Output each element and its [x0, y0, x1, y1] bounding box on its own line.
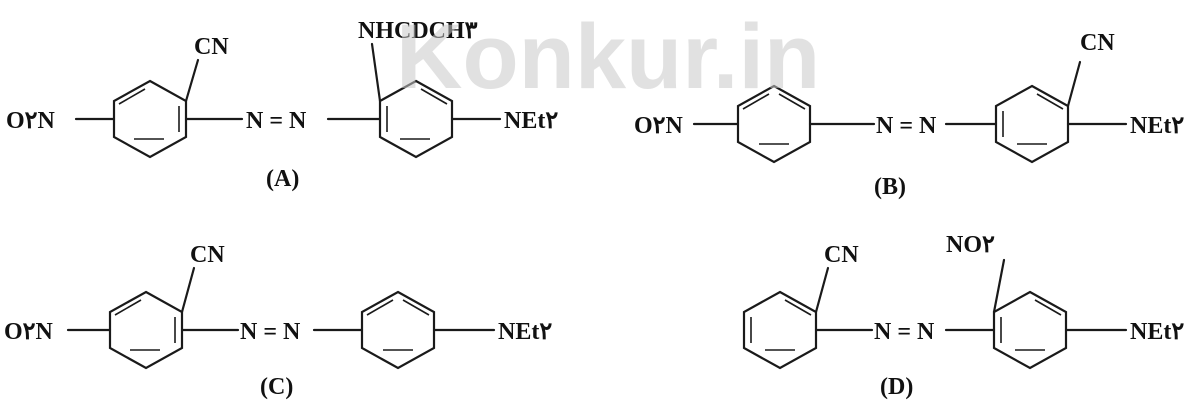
structure-a-cyano-label: CN — [194, 34, 229, 60]
structure-c-cyano-label: CN — [190, 242, 225, 268]
structure-b-caption: (B) — [874, 174, 906, 200]
structure-a-cyano-bond — [184, 58, 200, 103]
structure-a-caption: (A) — [266, 166, 299, 192]
structure-c-right-ring — [360, 290, 436, 370]
structure-b: O۲N N = N CN NEt۲ (B) — [634, 30, 1184, 200]
structure-c-left-ring-inner-bond — [114, 299, 142, 316]
structure-b-right-ring-inner-bond — [1036, 93, 1064, 110]
structure-c-nitro-label: O۲N — [4, 319, 54, 345]
structure-a-left-ring-inner-bond — [118, 88, 146, 105]
structure-d-cyano-label: CN — [824, 242, 859, 268]
structure-b-diethylamino-label: NEt۲ — [1130, 113, 1184, 139]
structure-c-azo-label: N = N — [240, 319, 301, 345]
konkur-watermark: Konkur.in — [396, 6, 820, 108]
structure-d: CN N = N NO۲ NEt۲ (D) — [742, 232, 1184, 400]
structure-b-cyano-label: CN — [1080, 30, 1115, 56]
structure-d-azo-label: N = N — [874, 319, 935, 345]
structure-d-right-ring-inner-bond — [1034, 299, 1062, 316]
structure-a-amide-bond — [370, 42, 382, 103]
structure-b-left-ring — [736, 84, 812, 164]
structure-b-left-ring-inner-bond — [742, 93, 770, 110]
structure-a-diethylamino-label: NEt۲ — [504, 108, 558, 134]
structure-c-diethylamino-label: NEt۲ — [498, 319, 552, 345]
structure-d-left-ring — [742, 290, 818, 370]
structure-c-cyano-bond — [180, 266, 196, 314]
structure-d-right-ring — [992, 290, 1068, 370]
structure-a-right-ring-inner-bond — [420, 88, 448, 105]
structure-a-amide-label: NHCDCH۳ — [358, 18, 478, 44]
structure-a-left-ring — [112, 79, 188, 159]
structure-d-caption: (D) — [880, 374, 913, 400]
structure-b-cyano-bond — [1066, 60, 1082, 108]
structure-d-left-ring-inner-bond — [784, 299, 812, 316]
structure-b-right-ring — [994, 84, 1070, 164]
structure-a-nitro-label: O۲N — [6, 108, 56, 134]
structure-b-azo-label: N = N — [876, 113, 937, 139]
structure-b-left-ring-inner-bond — [778, 93, 806, 110]
structure-d-diethylamino-label: NEt۲ — [1130, 319, 1184, 345]
structure-a-azo-label: N = N — [246, 108, 307, 134]
structure-c-left-ring — [108, 290, 184, 370]
structure-c-caption: (C) — [260, 374, 293, 400]
structure-a: O۲N CN N = N NHCDCH۳ NEt۲ (A) — [6, 18, 558, 192]
structure-d-cyano-bond — [814, 266, 830, 314]
structure-c-right-ring-inner-bond — [366, 299, 394, 316]
structure-d-nitro-bond — [992, 258, 1006, 314]
structure-d-nitro-label: NO۲ — [946, 232, 995, 258]
structure-c: O۲N CN N = N NEt۲ (C) — [4, 242, 552, 400]
structure-c-right-ring-inner-bond — [402, 299, 430, 316]
structure-b-nitro-label: O۲N — [634, 113, 684, 139]
